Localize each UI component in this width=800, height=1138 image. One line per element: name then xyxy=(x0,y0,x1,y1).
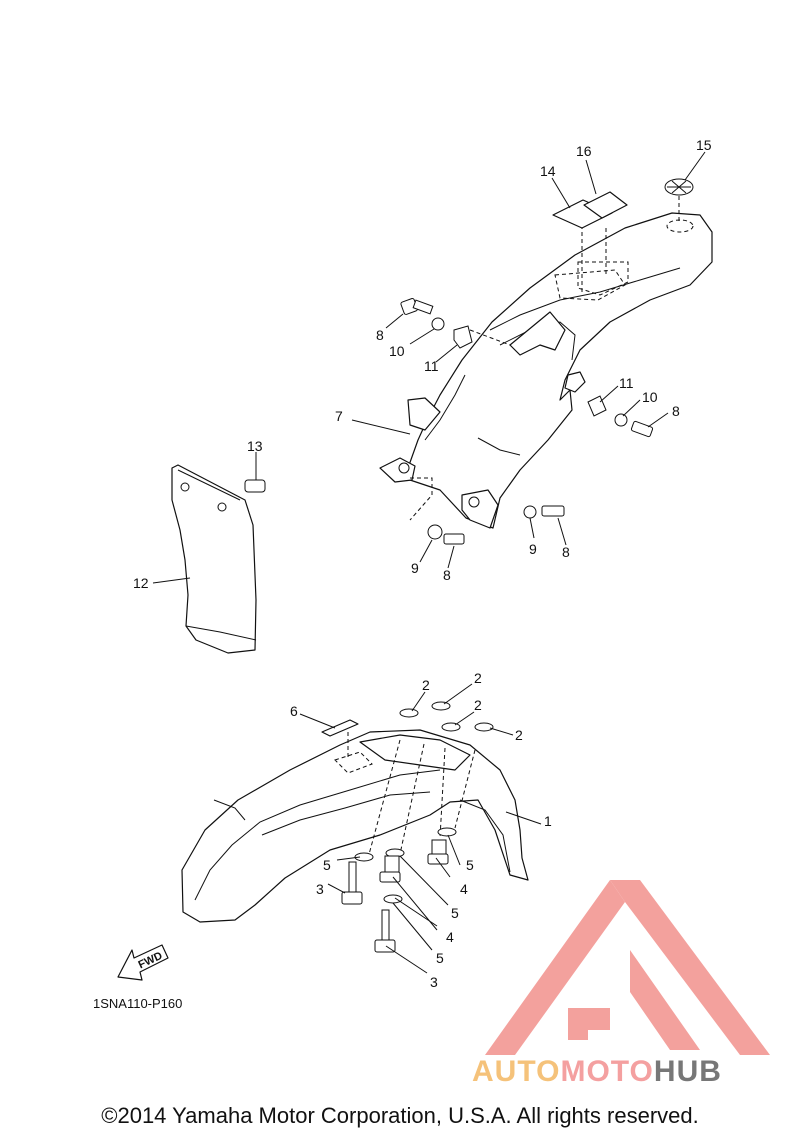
callout-3-a: 3 xyxy=(316,881,324,897)
callout-2-d: 2 xyxy=(515,727,523,743)
callout-15: 15 xyxy=(696,137,712,153)
bolt-4a xyxy=(379,855,401,883)
front-hardware xyxy=(341,701,494,953)
callout-11-b: 11 xyxy=(619,375,634,391)
rear-decals xyxy=(552,178,694,229)
watermark-hub: HUB xyxy=(653,1055,722,1088)
callout-8-a: 8 xyxy=(376,327,384,343)
fwd-label: FWD xyxy=(137,950,165,971)
callout-1: 1 xyxy=(544,813,552,829)
bolt-4b xyxy=(427,839,449,865)
callout-9-b: 9 xyxy=(529,541,537,557)
callout-5-c: 5 xyxy=(451,905,459,921)
mud-flap xyxy=(171,464,257,654)
callout-4-a: 4 xyxy=(460,881,468,897)
reference-code: 1SNA110-P160 xyxy=(93,996,183,1011)
front-fender xyxy=(181,729,529,923)
callout-numbers: 1 2 2 2 2 3 3 4 4 5 5 5 5 6 7 8 8 8 8 9 … xyxy=(133,137,712,990)
callout-2-a: 2 xyxy=(422,677,430,693)
bolt-3a xyxy=(341,861,363,905)
rear-fender xyxy=(379,196,713,529)
callout-14: 14 xyxy=(540,163,556,179)
callout-3-b: 3 xyxy=(430,974,438,990)
watermark-auto: AUTO xyxy=(472,1055,561,1088)
callout-8-d: 8 xyxy=(562,544,570,560)
rear-hardware xyxy=(244,298,654,545)
callout-10-a: 10 xyxy=(389,343,405,359)
copyright-notice: ©2014 Yamaha Motor Corporation, U.S.A. A… xyxy=(101,1103,699,1128)
bolt-3b xyxy=(374,909,396,953)
callout-4-b: 4 xyxy=(446,929,454,945)
callout-12: 12 xyxy=(133,575,149,591)
callout-9-a: 9 xyxy=(411,560,419,576)
fwd-arrow: FWD xyxy=(117,944,169,981)
callout-2-b: 2 xyxy=(474,670,482,686)
watermark-text: AUTOMOTOHUB xyxy=(472,1055,722,1089)
leader-lines xyxy=(152,151,706,974)
yamaha-emblem xyxy=(664,178,694,196)
callout-11-a: 11 xyxy=(424,358,439,374)
callout-8-b: 8 xyxy=(672,403,680,419)
callout-5-b: 5 xyxy=(466,857,474,873)
callout-6: 6 xyxy=(290,703,298,719)
callout-7: 7 xyxy=(335,408,343,424)
watermark-moto: MOTO xyxy=(560,1055,654,1088)
callout-8-c: 8 xyxy=(443,567,451,583)
callout-5-d: 5 xyxy=(436,950,444,966)
callout-13: 13 xyxy=(247,438,263,454)
callout-10-b: 10 xyxy=(642,389,658,405)
callout-5-a: 5 xyxy=(323,857,331,873)
watermark-logo xyxy=(485,880,770,1055)
callout-2-c: 2 xyxy=(474,697,482,713)
callout-16: 16 xyxy=(576,143,592,159)
front-decal xyxy=(321,719,359,737)
